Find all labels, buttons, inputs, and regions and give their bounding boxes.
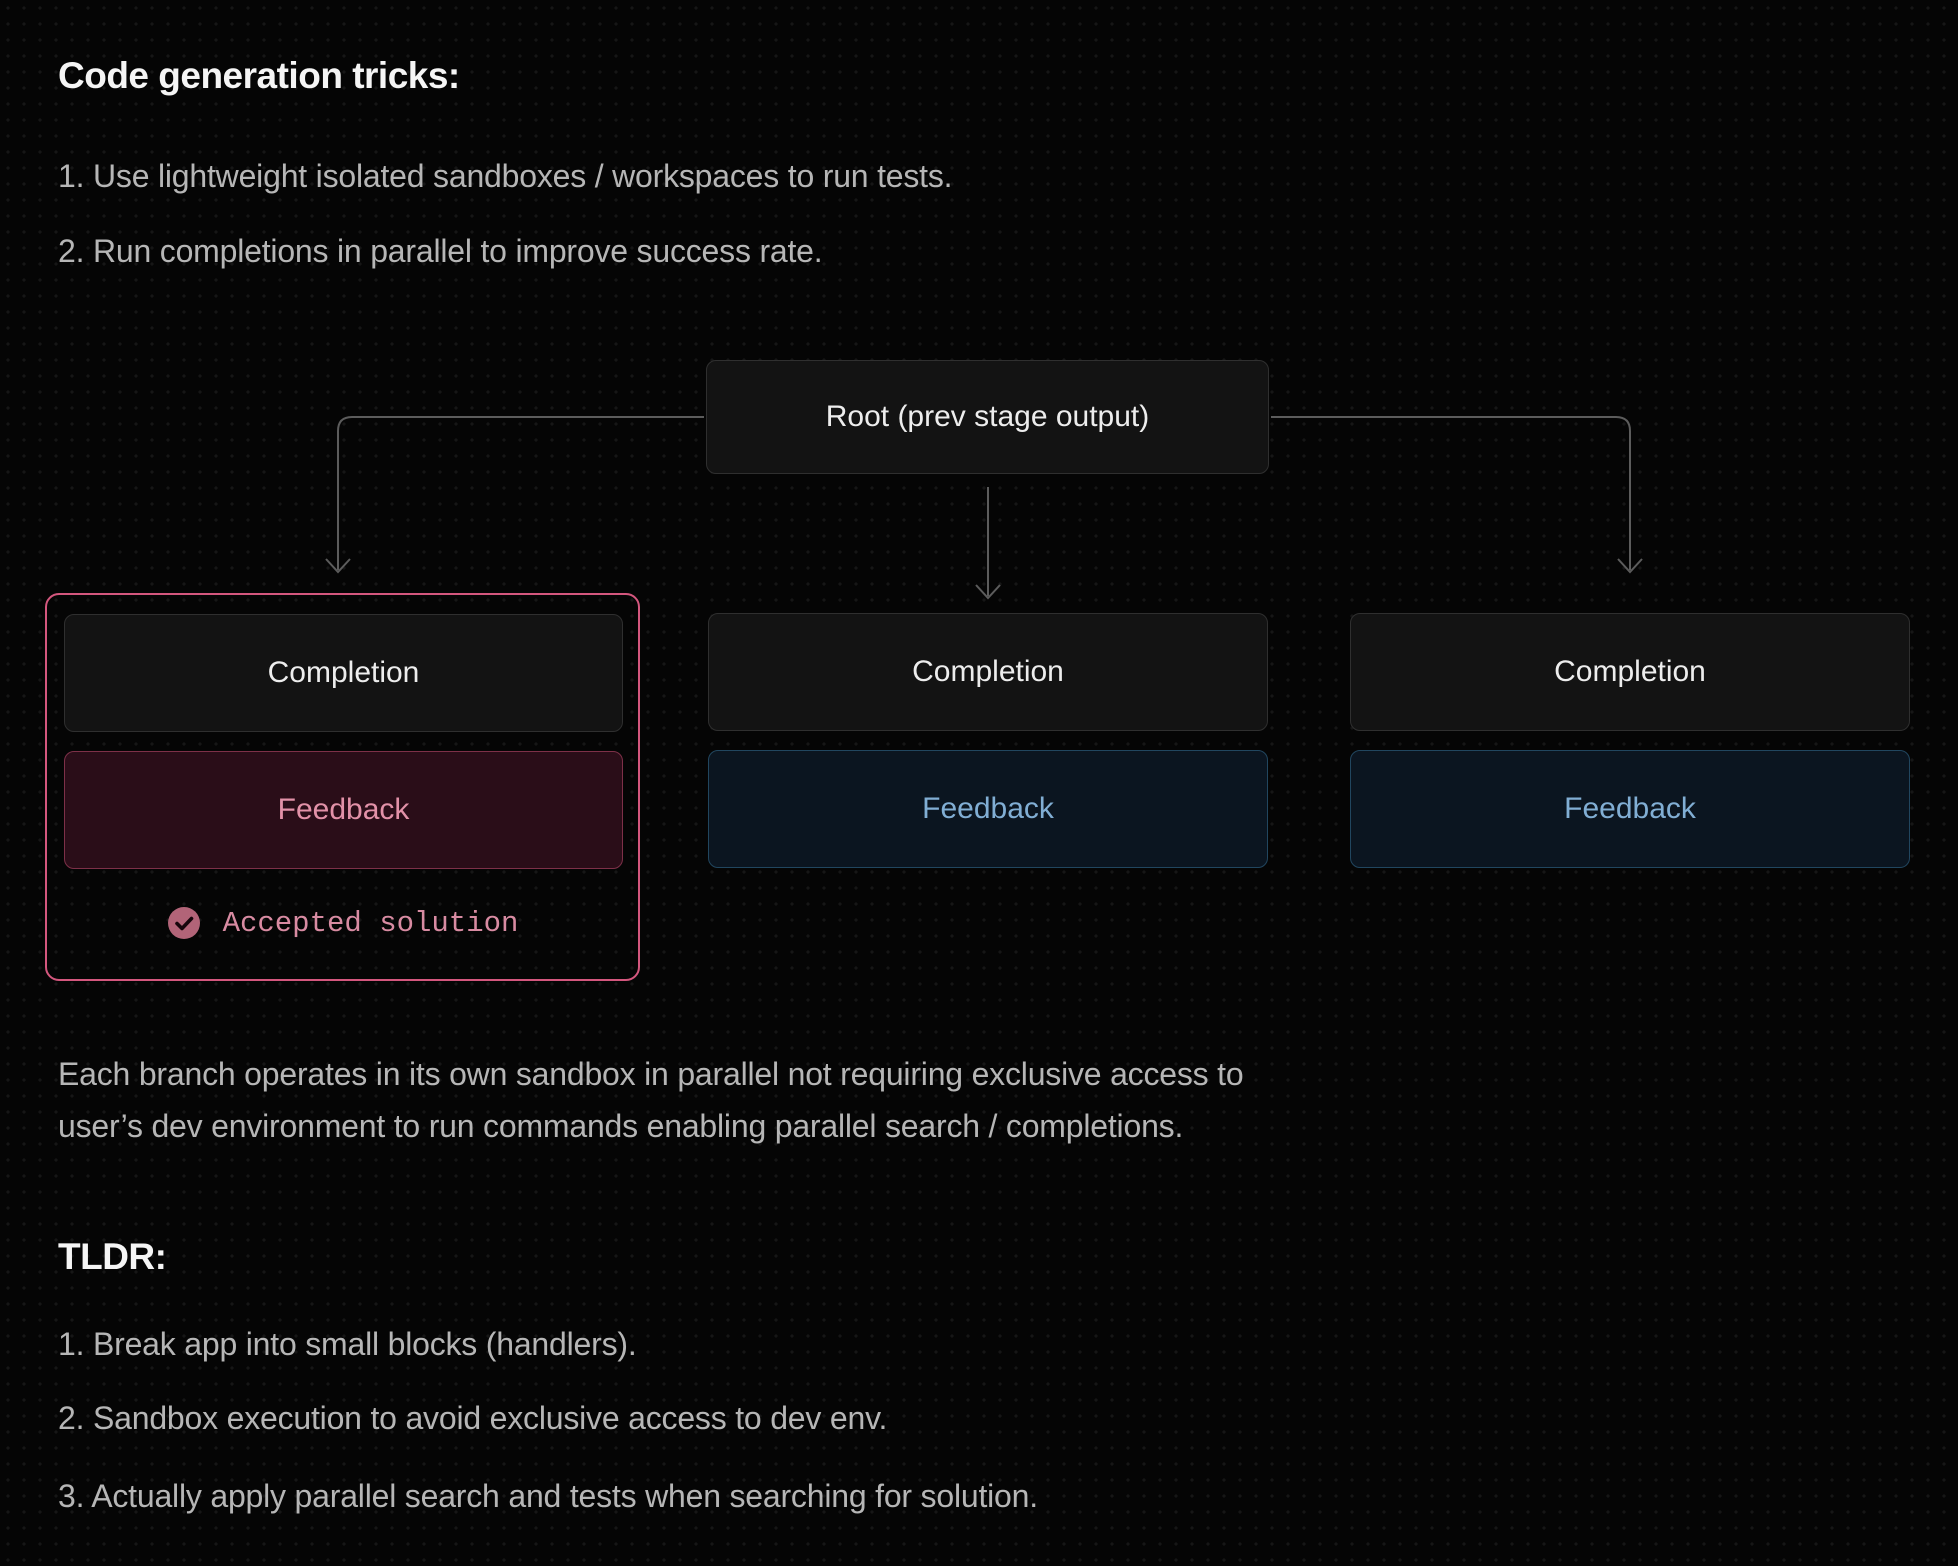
feedback-label: Feedback <box>277 793 410 826</box>
intro-list-item-2: 2. Run completions in parallel to improv… <box>58 233 823 269</box>
completion-label: Completion <box>267 656 420 689</box>
completion-label: Completion <box>912 655 1064 688</box>
description-paragraph: Each branch operates in its own sandbox … <box>58 1048 1244 1152</box>
heading-code-generation-tricks: Code generation tricks: <box>58 55 460 96</box>
root-node-label: Root (prev stage output) <box>825 400 1150 433</box>
feedback-label: Feedback <box>1564 792 1696 825</box>
completion-label: Completion <box>1554 655 1706 688</box>
accepted-solution-row: Accepted solution <box>47 903 638 943</box>
branch-accepted-frame: Completion Feedback Accepted solution <box>45 593 640 981</box>
description-line-2: user’s dev environment to run commands e… <box>58 1108 1184 1144</box>
diagram-node-feedback-2: Feedback <box>708 750 1268 868</box>
diagram-node-feedback-3: Feedback <box>1350 750 1910 868</box>
diagram-node-completion-2: Completion <box>708 613 1268 731</box>
tldr-list-item-3: 3. Actually apply parallel search and te… <box>58 1478 1038 1514</box>
diagram-node-feedback-1: Feedback <box>64 751 623 869</box>
diagram-node-completion-3: Completion <box>1350 613 1910 731</box>
tldr-list-item-2: 2. Sandbox execution to avoid exclusive … <box>58 1400 888 1436</box>
feedback-label: Feedback <box>922 792 1054 825</box>
tldr-list-item-1: 1. Break app into small blocks (handlers… <box>58 1326 637 1362</box>
check-circle-icon <box>167 907 200 939</box>
diagram-node-completion-1: Completion <box>64 614 623 732</box>
heading-tldr: TLDR: <box>58 1236 167 1277</box>
intro-list-item-1: 1. Use lightweight isolated sandboxes / … <box>58 158 953 194</box>
description-line-1: Each branch operates in its own sandbox … <box>58 1056 1244 1092</box>
accepted-solution-label: Accepted solution <box>222 906 519 940</box>
diagram-node-root: Root (prev stage output) <box>706 360 1269 474</box>
